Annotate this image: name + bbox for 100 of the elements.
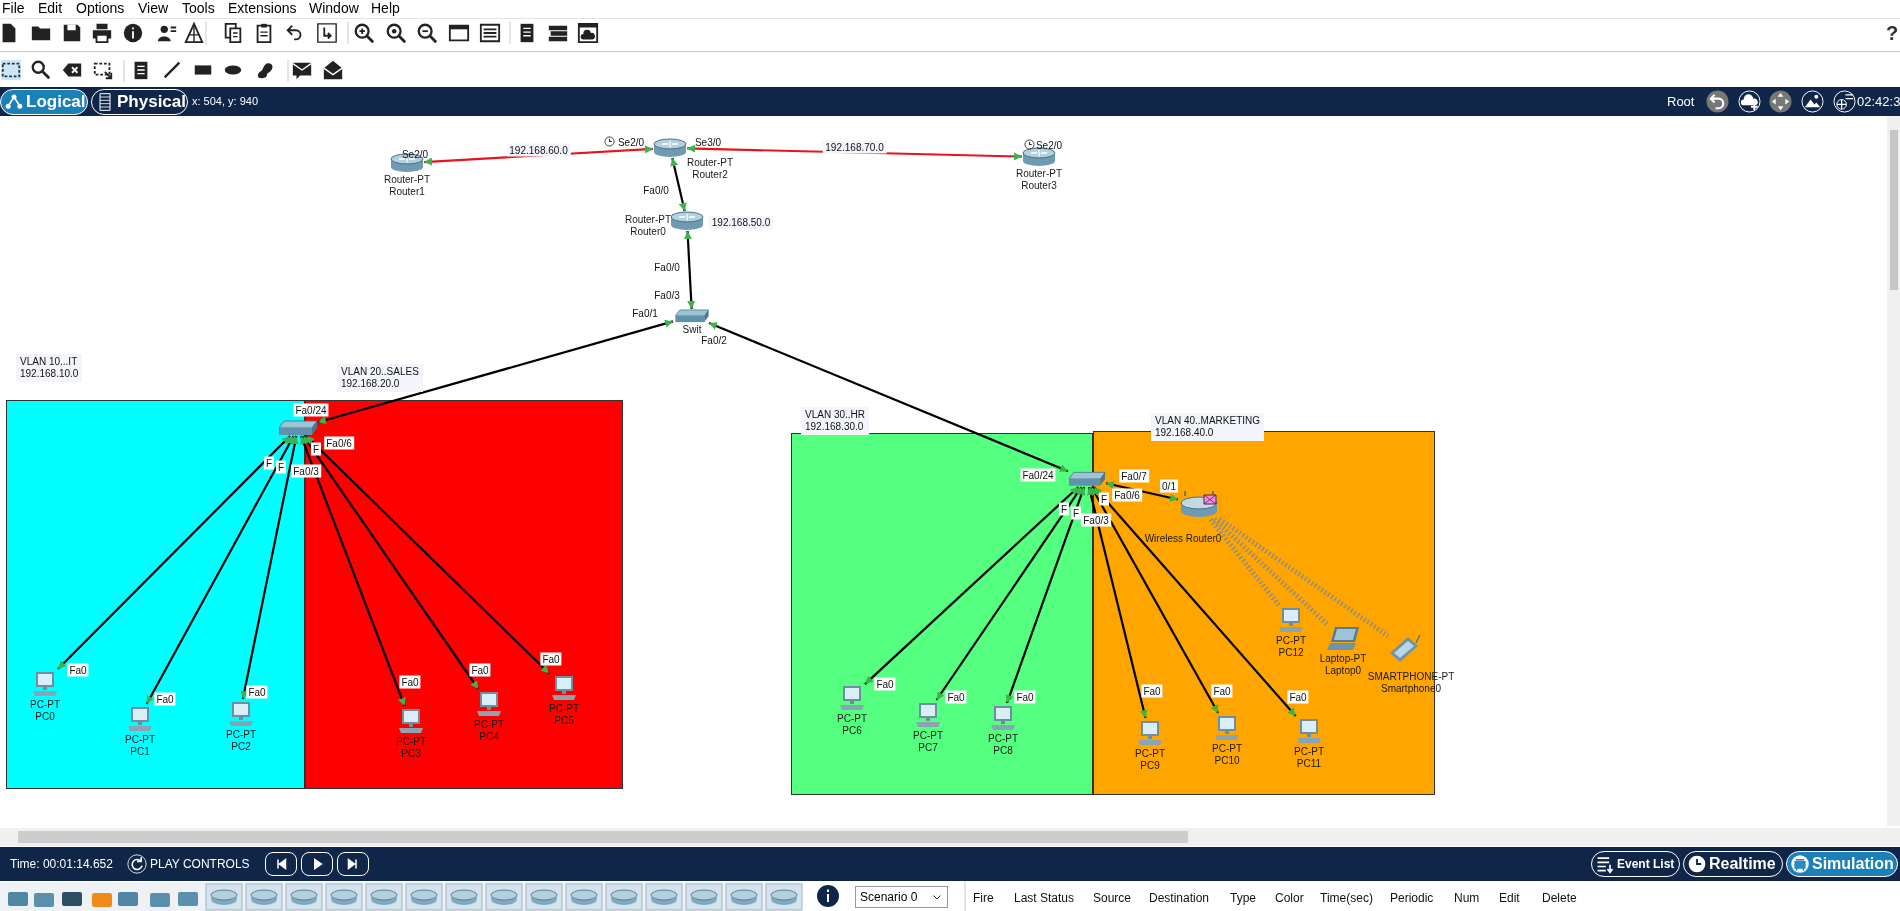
switch-icon — [278, 420, 318, 436]
wireless-router-icon — [1179, 491, 1219, 519]
port-label: F — [1070, 506, 1082, 520]
switch-icon — [1068, 471, 1106, 487]
device-label: PC-PT — [988, 733, 1018, 745]
note-text: 192.168.30.0 — [805, 421, 865, 433]
wireless-link — [1216, 515, 1390, 638]
port-label: F — [1098, 492, 1110, 506]
computer-icon — [1277, 606, 1305, 634]
column-header: Time(sec) — [1320, 891, 1373, 905]
network-cable — [317, 319, 674, 424]
network-cable — [57, 435, 291, 670]
port-label: Fa0/1 — [632, 307, 658, 319]
port-label: Fa0 — [874, 677, 896, 691]
port-label: Fa0/3 — [654, 289, 680, 301]
device-label: PC-PT — [396, 736, 426, 748]
computer-icon — [550, 674, 578, 702]
port-label: Se2/0 — [401, 148, 429, 160]
device-label: PC-PT — [1294, 746, 1324, 758]
note-text: VLAN 40..MARKETING — [1155, 415, 1261, 427]
port-label: Fa0 — [67, 663, 89, 677]
device-label: PC-PT — [837, 713, 867, 725]
wireless-link — [1207, 516, 1281, 607]
device-label: PC6 — [842, 725, 862, 737]
device-label: Laptop0 — [1324, 665, 1362, 677]
port-label: Fa0/3 — [1081, 513, 1111, 527]
menu-item: Tools — [182, 0, 215, 16]
port-label: Fa0 — [469, 663, 491, 677]
column-header: Delete — [1542, 891, 1577, 905]
port-label: Fa0/6 — [1112, 488, 1142, 502]
device-label: PC-PT — [1212, 743, 1242, 755]
port-label: Fa0 — [154, 692, 176, 706]
column-header: Num — [1454, 891, 1480, 905]
network-cable — [1087, 486, 1148, 719]
computer-icon — [31, 670, 59, 698]
network-cable — [300, 435, 406, 707]
device-label: PC-PT — [474, 719, 504, 731]
network-cable — [708, 322, 1069, 473]
laptop-icon — [1326, 626, 1360, 652]
device-label: Wireless Router0 — [1144, 533, 1222, 545]
scenario-dropdown: Scenario 0 — [855, 886, 948, 908]
note-text: VLAN 20..SALES — [341, 366, 419, 378]
status-text: 02:42:3 — [1857, 94, 1900, 109]
device-label: Router-PT — [1015, 168, 1063, 180]
mode-button: Simulation — [1786, 851, 1898, 877]
device-label: PC7 — [918, 742, 938, 754]
status-text: x: 504, y: 940 — [192, 95, 259, 107]
menu-item: Help — [371, 0, 400, 16]
device-label: PC0 — [35, 711, 55, 723]
device-label: PC12 — [1278, 647, 1304, 659]
note-text: 192.168.10.0 — [20, 368, 79, 380]
device-label: PC-PT — [913, 730, 943, 742]
port-label: Fa0 — [1287, 690, 1309, 704]
device-label: Router2 — [692, 169, 728, 181]
column-header: Fire — [973, 891, 994, 905]
port-label: Fa0 — [1014, 690, 1036, 704]
port-label: Fa0 — [1141, 684, 1163, 698]
port-label: F — [263, 456, 275, 470]
computer-icon — [227, 700, 255, 728]
menu-item: Window — [309, 0, 359, 16]
network-cable — [864, 486, 1080, 685]
device-label: PC11 — [1296, 758, 1322, 770]
port-label: Fa0/6 — [324, 436, 354, 450]
device-label: PC-PT — [1276, 635, 1306, 647]
port-label: F — [275, 460, 287, 474]
port-label: Fa0 — [246, 685, 268, 699]
port-label: Fa0 — [540, 652, 562, 666]
menu-item: Extensions — [228, 0, 297, 16]
menu-item: File — [2, 0, 25, 16]
port-label: Se2/0 — [1035, 139, 1063, 151]
computer-icon — [989, 704, 1017, 732]
network-cable — [145, 435, 295, 705]
port-label: Fa0 — [1211, 684, 1233, 698]
column-header: Last Status — [1014, 891, 1075, 905]
device-label: PC2 — [231, 741, 251, 753]
port-label: Fa0/24 — [1020, 468, 1056, 482]
note-text: 192.168.20.0 — [341, 378, 401, 390]
device-label: Router-PT — [624, 214, 672, 226]
network-cable — [1005, 486, 1086, 704]
computer-icon — [1213, 714, 1241, 742]
port-label: Se3/0 — [694, 136, 722, 148]
device-label: PC-PT — [1135, 748, 1165, 760]
column-header: Destination — [1149, 891, 1210, 905]
computer-icon — [475, 690, 503, 718]
computer-icon — [397, 707, 425, 735]
network-cable — [240, 435, 299, 700]
device-label: PC1 — [130, 746, 150, 758]
router-icon — [670, 211, 704, 231]
device-label: PC8 — [993, 745, 1013, 757]
network-cable — [1105, 481, 1179, 502]
device-label: PC10 — [1214, 755, 1240, 767]
computer-icon — [838, 684, 866, 712]
device-label: Router0 — [630, 226, 666, 238]
device-label: PC-PT — [30, 699, 60, 711]
device-label: PC5 — [554, 715, 574, 727]
port-label: Fa0/24 — [293, 403, 329, 417]
port-label: Fa0/7 — [1119, 469, 1149, 483]
edge-label: 192.168.70.0 — [822, 140, 887, 153]
computer-icon — [126, 705, 154, 733]
router-icon — [1022, 147, 1056, 167]
